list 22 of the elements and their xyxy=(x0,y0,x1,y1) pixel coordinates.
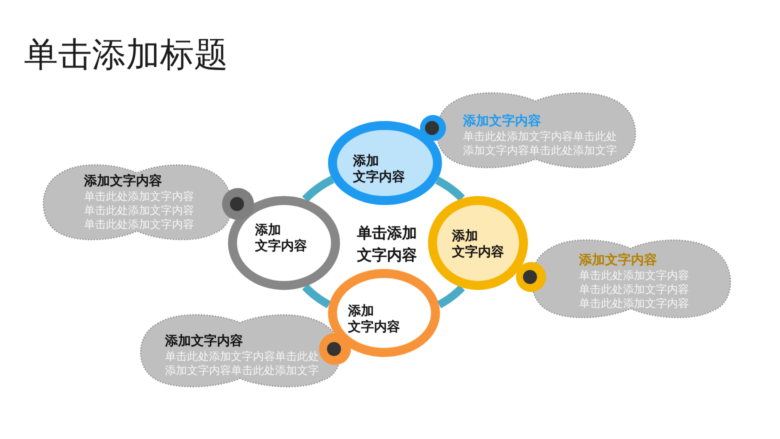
callout-text: 单击此处添加文字内容单击此处添加文字内容单击此处添加文字 xyxy=(165,350,320,378)
slide-title: 单击添加标题 xyxy=(24,35,228,75)
process-circle xyxy=(328,121,442,205)
circle-label: 添加文字内容 xyxy=(348,304,401,336)
circle-label: 添加文字内容 xyxy=(255,223,308,255)
callout-text: 单击此处添加文字内容单击此处添加文字内容单击此处添加文字内容 xyxy=(84,190,195,232)
connector-arc xyxy=(301,282,333,309)
circle-label: 添加文字内容 xyxy=(452,229,505,261)
callout-heading: 添加文字内容 xyxy=(84,174,163,190)
callout-heading: 添加文字内容 xyxy=(463,114,542,130)
center-label: 单击添加文字内容 xyxy=(357,223,418,266)
callout-text: 单击此处添加文字内容单击此处添加文字内容单击此处添加文字内容 xyxy=(579,269,690,311)
process-circle xyxy=(428,196,528,290)
process-circle xyxy=(228,196,340,290)
connector-arc xyxy=(435,284,466,309)
connector-arc xyxy=(301,176,336,204)
process-circle xyxy=(328,269,440,357)
callout-text: 单击此处添加文字内容单击此处添加文字内容单击此处添加文字 xyxy=(463,130,618,158)
circle-label: 添加文字内容 xyxy=(353,154,406,186)
connector-arc xyxy=(433,176,466,202)
callout-heading: 添加文字内容 xyxy=(579,253,658,269)
callout-heading: 添加文字内容 xyxy=(165,334,244,350)
